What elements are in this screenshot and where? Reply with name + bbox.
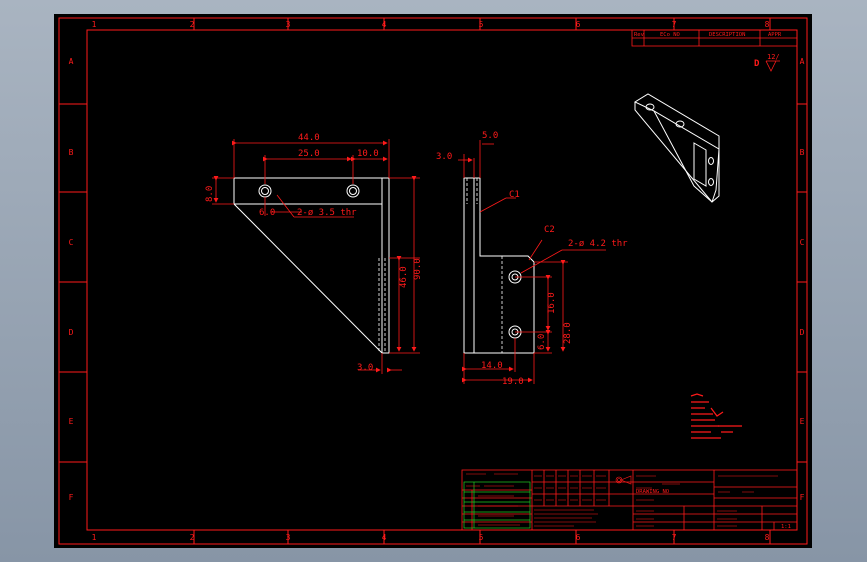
- dim-side-thickness: 3.0: [436, 152, 452, 162]
- zone-row-c-right: C: [800, 238, 805, 247]
- zone-col-8-bottom: 8: [765, 533, 770, 542]
- dim-edge-to-hole: 10.0: [357, 149, 379, 159]
- zone-markers: [59, 18, 807, 544]
- front-view-hidden-lines: [378, 258, 386, 353]
- zone-col-2-bottom: 2: [190, 533, 195, 542]
- zone-col-1-top: 1: [92, 20, 97, 29]
- zone-row-a-left: A: [69, 57, 74, 66]
- side-view-outline: [463, 177, 535, 354]
- dim-bottom-thickness: 3.0: [357, 363, 373, 373]
- front-hole-callout: 2-ø 3.5 thr: [297, 208, 357, 218]
- chamfer-c2: C2: [544, 225, 555, 235]
- rev-header-appr: APPR: [768, 32, 782, 38]
- dim-side-hole-spacing: 16.0: [547, 292, 557, 314]
- front-view-outline: [233, 177, 390, 354]
- dim-side-width: 5.0: [482, 131, 498, 141]
- zone-row-c-left: C: [69, 238, 74, 247]
- zone-row-f-left: F: [69, 493, 74, 502]
- title-block-fill: [466, 473, 778, 527]
- technical-notes: [690, 393, 742, 439]
- title-block-scale: 1:1: [781, 524, 791, 530]
- isometric-view: [633, 93, 720, 203]
- rev-header-description: DESCRIPTION: [709, 32, 745, 38]
- zone-col-5-top: 5: [479, 20, 484, 29]
- dim-overall-width: 44.0: [298, 133, 320, 143]
- dim-side-bottom-offset: 6.0: [537, 334, 547, 350]
- roughness-value: 12/: [767, 53, 780, 61]
- zone-row-a-right: A: [800, 57, 805, 66]
- zone-row-b-left: B: [69, 148, 74, 157]
- side-view: 5.0 3.0 C1 C2 2-ø 4.2 thr 16.0 6.0 28.0 …: [436, 131, 628, 387]
- zone-col-7-bottom: 7: [672, 533, 677, 542]
- revision-table: [631, 29, 798, 47]
- drawing-canvas: 1 2 3 4 5 6 7 8 1 2 3 4 5 6 7 8 A B C D …: [58, 17, 808, 545]
- zone-col-4-bottom: 4: [382, 533, 387, 542]
- dim-top-height: 8.0: [205, 186, 215, 202]
- dim-overall-height: 90.0: [413, 258, 423, 280]
- chamfer-c1: C1: [509, 190, 520, 200]
- rev-header-eco: ECo NO: [660, 32, 680, 38]
- zone-col-5-bottom: 5: [479, 533, 484, 542]
- rev-header-rev: Rev: [634, 32, 645, 38]
- dim-side-hole-x: 14.0: [481, 361, 503, 371]
- side-hole-callout: 2-ø 4.2 thr: [568, 239, 628, 249]
- zone-row-e-right: E: [800, 417, 805, 426]
- side-view-hidden-lines: [466, 178, 503, 353]
- zone-col-7-top: 7: [672, 20, 677, 29]
- zone-col-6-bottom: 6: [576, 533, 581, 542]
- zone-col-8-top: 8: [765, 20, 770, 29]
- dim-side-overall-width: 19.0: [502, 377, 524, 387]
- drawing-sheet: 1 2 3 4 5 6 7 8 1 2 3 4 5 6 7 8 A B C D …: [54, 14, 812, 548]
- zone-row-d-left: D: [69, 328, 74, 337]
- dim-side-overall: 28.0: [563, 322, 573, 344]
- title-block: [461, 469, 798, 531]
- zone-col-1-bottom: 1: [92, 533, 97, 542]
- side-view-dimensions: [458, 140, 606, 384]
- zone-col-4-top: 4: [382, 20, 387, 29]
- front-view-dimensions: [212, 139, 420, 374]
- zone-row-f-right: F: [800, 493, 805, 502]
- zone-col-6-top: 6: [576, 20, 581, 29]
- title-block-green-table: [463, 481, 531, 529]
- roughness-symbol: D 12/: [754, 53, 780, 72]
- front-view: 44.0 25.0 10.0 8.0 6.0 2-ø 3.5 thr 46.0 …: [205, 133, 423, 374]
- zone-row-b-right: B: [800, 148, 805, 157]
- sheet-frame: [58, 17, 808, 545]
- dim-hole-offset: 6.0: [259, 208, 275, 218]
- dim-inner-height: 46.0: [399, 266, 409, 288]
- zone-col-2-top: 2: [190, 20, 195, 29]
- dim-hole-spacing: 25.0: [298, 149, 320, 159]
- zone-row-e-left: E: [69, 417, 74, 426]
- title-block-drawing-no: DRAWING NO: [636, 489, 669, 495]
- zone-row-d-right: D: [800, 328, 805, 337]
- zone-col-3-top: 3: [286, 20, 291, 29]
- roughness-letter: D: [754, 59, 760, 69]
- zone-col-3-bottom: 3: [286, 533, 291, 542]
